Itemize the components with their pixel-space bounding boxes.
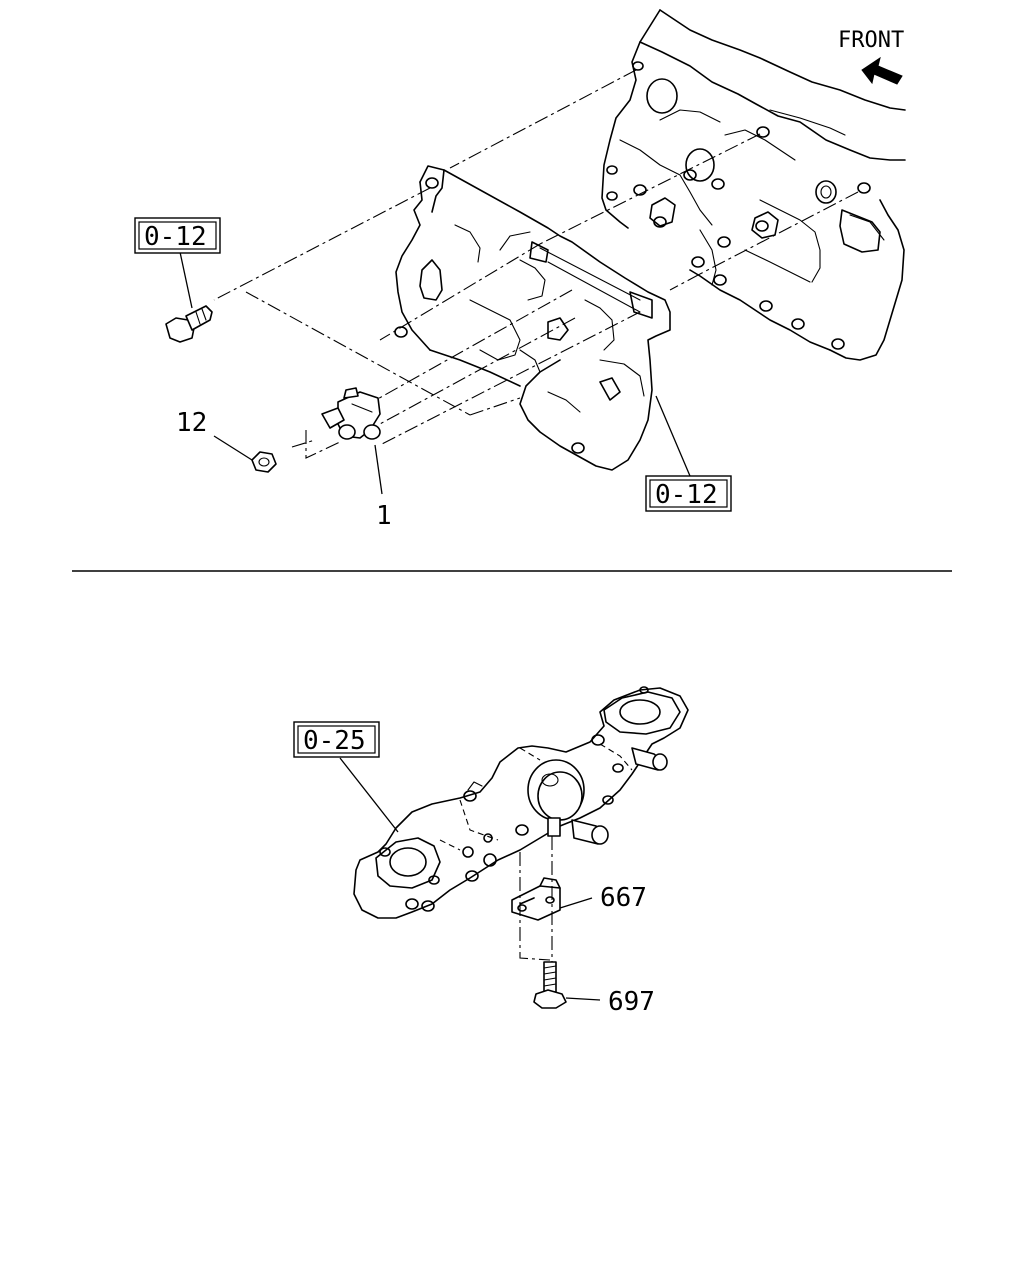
front-arrow-icon [861,56,903,85]
bolt-697 [533,961,567,1009]
lower-phantom-lines [519,836,553,962]
upper-leaders [179,251,691,495]
sensor-part-1 [321,387,381,440]
front-indicator: FRONT [838,28,904,85]
ref-label: 0-12 [144,222,207,252]
flange-bolt [165,305,213,343]
callout-667[interactable]: 667 [600,883,647,913]
ref-box-upper-left[interactable]: 0-12 [134,217,221,254]
lower-view: 0-25 667 697 [293,686,689,1017]
lower-leaders [339,757,601,1001]
front-label: FRONT [838,28,904,53]
ref-box-lower-right[interactable]: 0-12 [645,475,732,512]
nut-12 [251,451,277,473]
callout-697[interactable]: 697 [608,987,655,1017]
ref-box-0-25[interactable]: 0-25 [293,721,380,758]
upper-view: 0-12 0-12 12 1 [134,9,906,531]
callout-1[interactable]: 1 [376,501,392,531]
ref-label: 0-25 [303,726,366,756]
gear-case [601,9,906,361]
bracket-667 [511,877,561,921]
callout-12[interactable]: 12 [176,408,207,438]
water-pipe [353,686,689,919]
ref-label: 0-12 [655,480,718,510]
phantom-lines [213,69,859,459]
